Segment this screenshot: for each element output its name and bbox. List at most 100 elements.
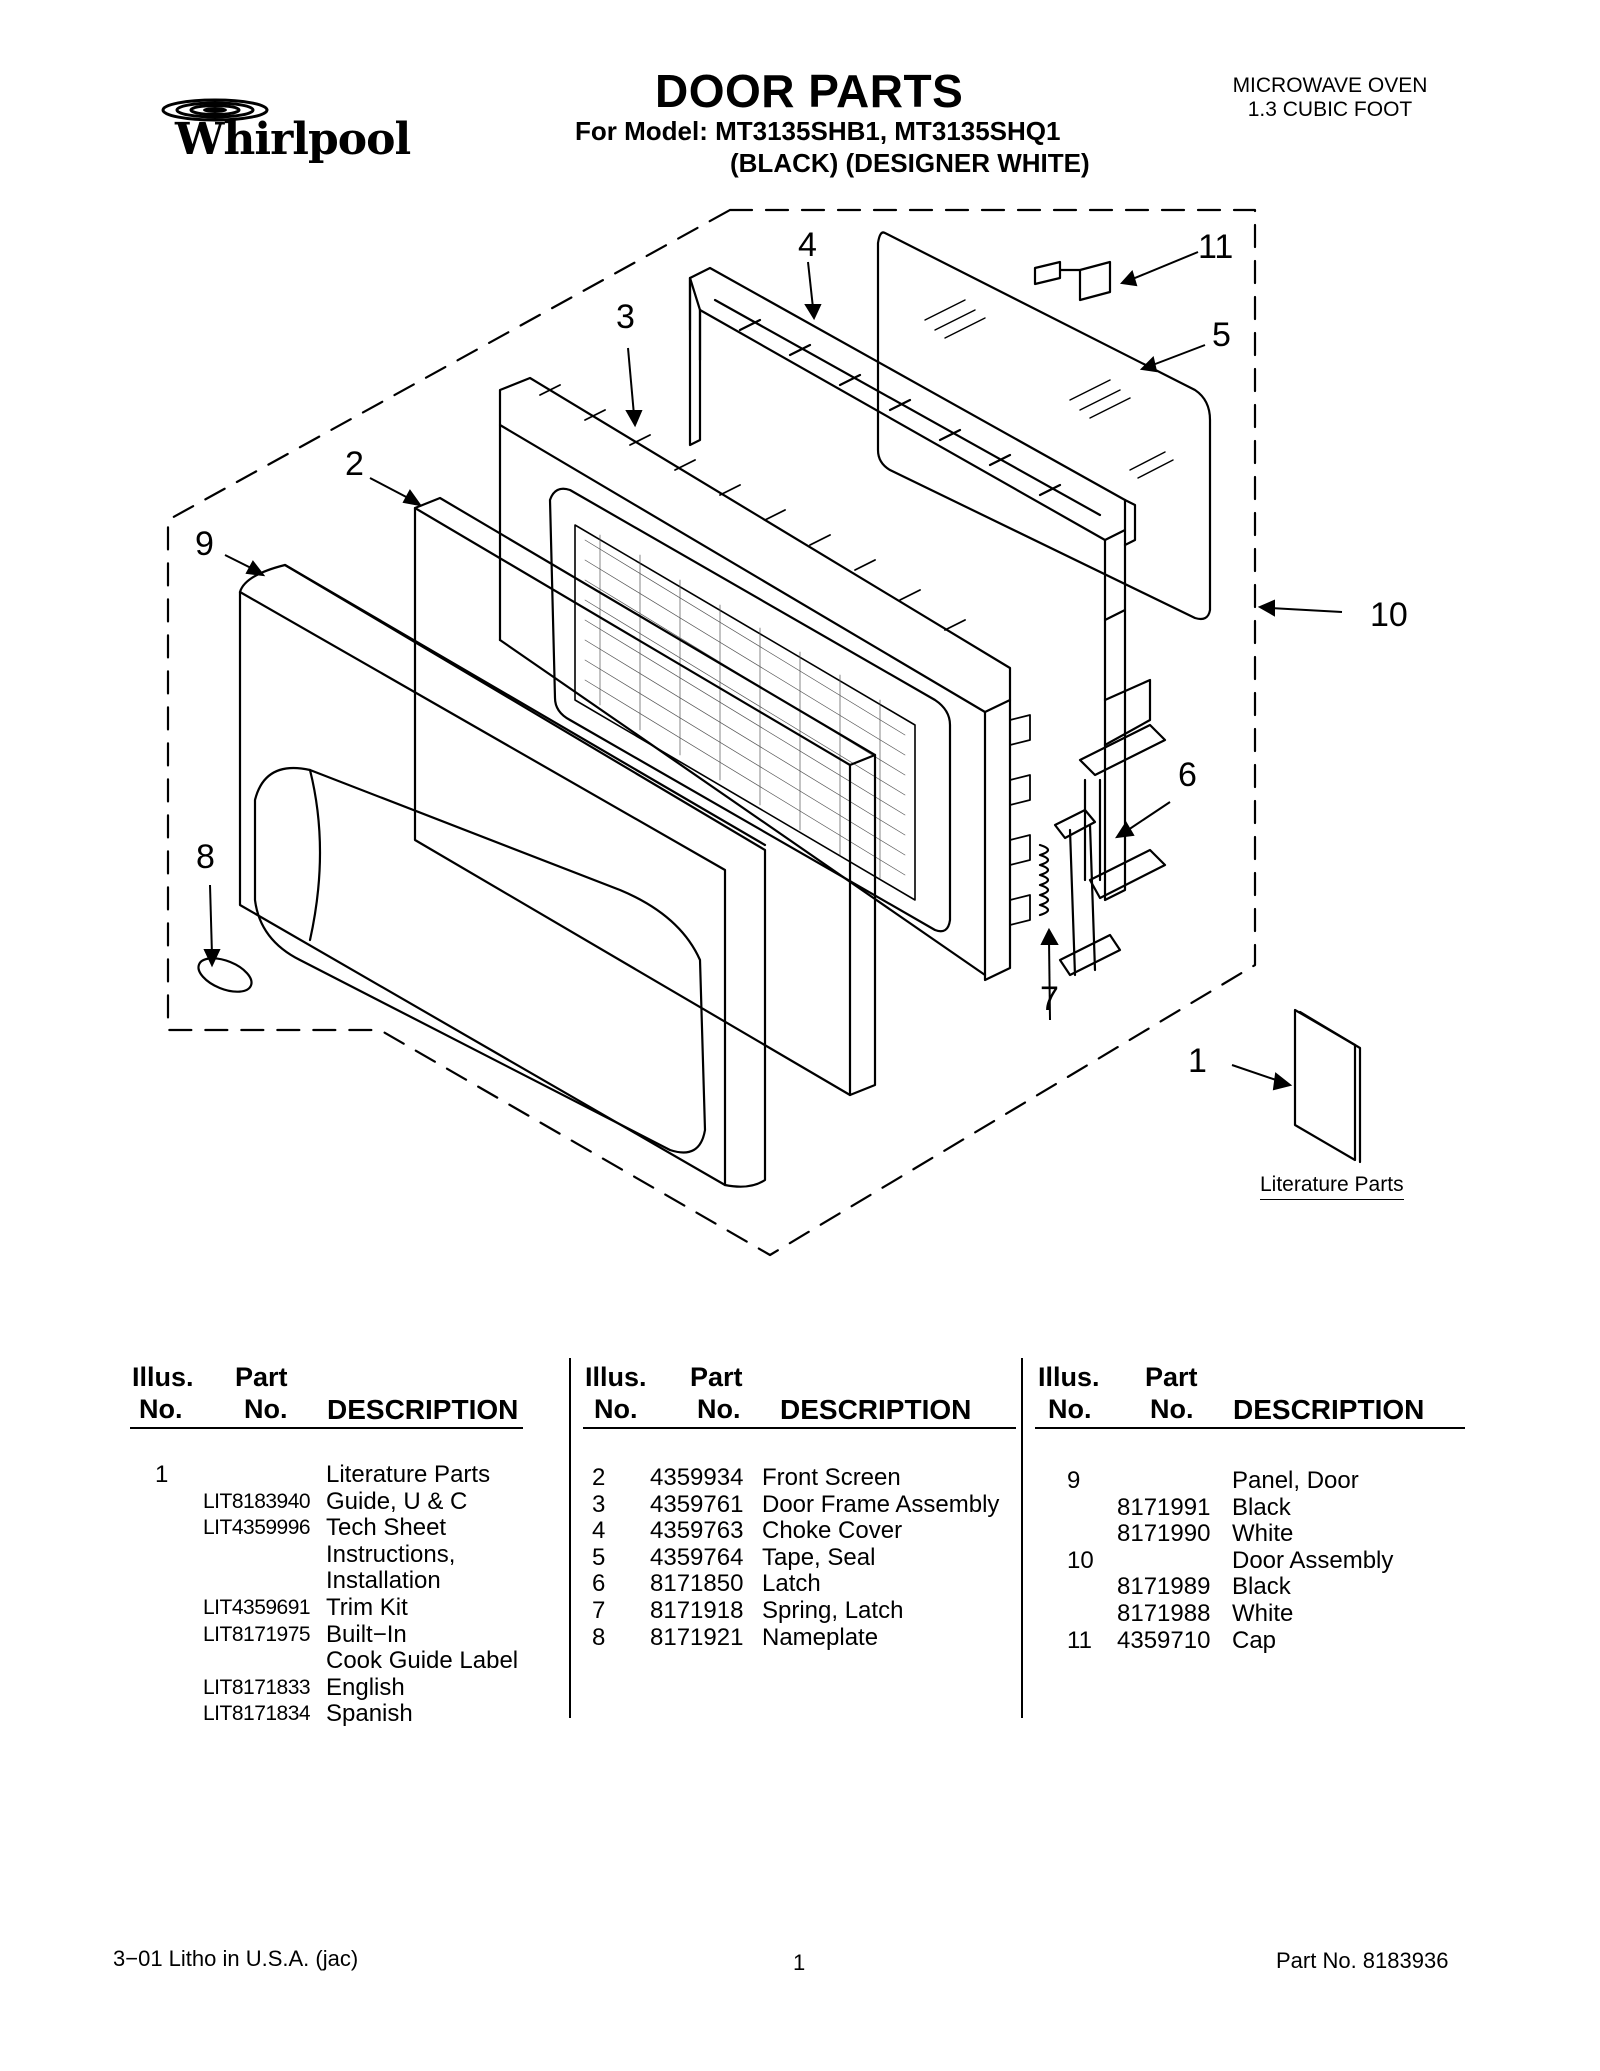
header-rule-2 <box>583 1427 1016 1429</box>
part-number: LIT8171834 <box>203 1702 311 1726</box>
part-description: Guide, U & C <box>326 1487 468 1515</box>
header-illus: Illus. <box>585 1362 647 1392</box>
arrow-11 <box>1129 251 1199 281</box>
part-number: 4359710 <box>1117 1626 1211 1654</box>
part-number: 4359761 <box>650 1490 744 1518</box>
arrow-3 <box>627 347 635 416</box>
part-description: Latch <box>762 1570 821 1598</box>
brand-logo-text: Whirlpool <box>175 114 411 165</box>
part-description: English <box>326 1673 405 1701</box>
part-number: 4359763 <box>650 1517 744 1545</box>
product-type: MICROWAVE OVEN 1.3 CUBIC FOOT <box>1210 74 1450 122</box>
callout-11: 11 <box>1198 228 1234 266</box>
part-description: Trim Kit <box>326 1594 408 1621</box>
part-number: LIT4359996 <box>203 1516 311 1540</box>
latch-part <box>1068 823 1097 977</box>
part-number: 8171921 <box>650 1623 744 1651</box>
color-line: (BLACK) (DESIGNER WHITE) <box>730 148 1090 178</box>
header-rule-1 <box>130 1427 523 1429</box>
part-description: Installation <box>326 1567 441 1595</box>
model-line: For Model: MT3135SHB1, MT3135SHQ1 <box>575 116 1061 146</box>
part-description: Tape, Seal <box>762 1543 876 1571</box>
literature-booklet <box>1293 1008 1357 1162</box>
illus-number: 6 <box>592 1570 606 1598</box>
door-frame-part <box>498 376 1012 714</box>
choke-cover-part <box>688 266 1127 542</box>
product-type-label: MICROWAVE OVEN <box>1232 74 1428 97</box>
arrow-8 <box>209 884 213 956</box>
illus-number: 7 <box>592 1597 606 1624</box>
seal-tape-part <box>876 231 1212 621</box>
arrow-2 <box>369 477 413 501</box>
part-description: Cap <box>1232 1626 1277 1654</box>
exploded-diagram <box>166 208 1362 1257</box>
arrow-4 <box>807 261 814 309</box>
header-part: Part <box>235 1362 288 1392</box>
illus-number: 11 <box>1067 1626 1092 1654</box>
part-number: LIT8171833 <box>203 1675 311 1699</box>
header-part: Part <box>690 1362 743 1392</box>
part-description: Tech Sheet <box>326 1514 447 1542</box>
column-divider-1 <box>569 1358 571 1718</box>
cap-part <box>1033 260 1112 302</box>
footer-litho: 3−01 Litho in U.S.A. (jac) <box>113 1946 359 1971</box>
illus-number: 1 <box>155 1461 169 1488</box>
header-part: Part <box>1145 1362 1198 1392</box>
header-illus: Illus. <box>1038 1362 1100 1392</box>
part-description: Literature Parts <box>326 1461 491 1488</box>
part-description: Door Assembly <box>1232 1546 1394 1574</box>
part-description: Spanish <box>326 1700 413 1728</box>
part-description: Choke Cover <box>762 1517 903 1545</box>
part-description: Instructions, <box>326 1540 456 1568</box>
part-number: LIT4359691 <box>203 1596 311 1619</box>
illus-number: 10 <box>1067 1546 1094 1574</box>
arrow-1 <box>1231 1064 1283 1083</box>
callout-1: 1 <box>1188 1042 1207 1080</box>
arrow-7 <box>1048 939 1051 1021</box>
part-number: 8171989 <box>1117 1573 1211 1601</box>
literature-parts-label: Literature Parts <box>1260 1173 1404 1200</box>
callout-8: 8 <box>196 838 215 876</box>
capacity-label: 1.3 CUBIC FOOT <box>1247 98 1413 121</box>
illus-number: 5 <box>592 1543 606 1571</box>
callout-10: 10 <box>1370 596 1408 634</box>
header-illus-no: No. <box>139 1394 183 1424</box>
illus-number: 9 <box>1067 1467 1081 1494</box>
header-illus-no: No. <box>1048 1394 1092 1424</box>
illus-number: 3 <box>592 1490 606 1518</box>
part-description: Spring, Latch <box>762 1597 904 1624</box>
header-description: DESCRIPTION <box>780 1394 972 1425</box>
mesh-window <box>574 524 916 901</box>
assembly-outline <box>166 208 1257 1257</box>
part-description: Black <box>1232 1573 1291 1601</box>
callout-7: 7 <box>1040 980 1059 1018</box>
part-description: Black <box>1232 1493 1291 1521</box>
arrow-6 <box>1124 801 1171 833</box>
header-illus-no: No. <box>594 1394 638 1424</box>
part-number: 8171918 <box>650 1597 744 1624</box>
callout-5: 5 <box>1212 316 1231 354</box>
footer-part-number: Part No. 8183936 <box>1276 1948 1449 1973</box>
part-description: Door Frame Assembly <box>762 1490 1000 1518</box>
callout-9: 9 <box>195 525 214 563</box>
callout-4: 4 <box>798 226 817 264</box>
part-description: Built−In <box>326 1620 407 1648</box>
whirlpool-swirl-icon <box>161 98 269 122</box>
header-description: DESCRIPTION <box>327 1394 519 1425</box>
header-illus: Illus. <box>132 1362 194 1392</box>
header-part-no: No. <box>697 1394 741 1424</box>
part-number: LIT8171975 <box>203 1622 311 1646</box>
front-screen-part <box>413 496 877 1097</box>
part-number: LIT8183940 <box>203 1489 311 1513</box>
part-number: 4359764 <box>650 1543 744 1571</box>
part-description: Cook Guide Label <box>326 1647 519 1675</box>
illus-number: 4 <box>592 1517 606 1545</box>
callout-6: 6 <box>1178 756 1197 794</box>
part-number: 8171991 <box>1117 1493 1211 1521</box>
arrow-10 <box>1269 607 1343 613</box>
illus-number: 8 <box>592 1623 606 1651</box>
page-title: DOOR PARTS <box>655 65 964 117</box>
part-description: Panel, Door <box>1232 1467 1359 1494</box>
door-panel-part <box>238 563 767 1188</box>
illus-number: 2 <box>592 1464 606 1491</box>
